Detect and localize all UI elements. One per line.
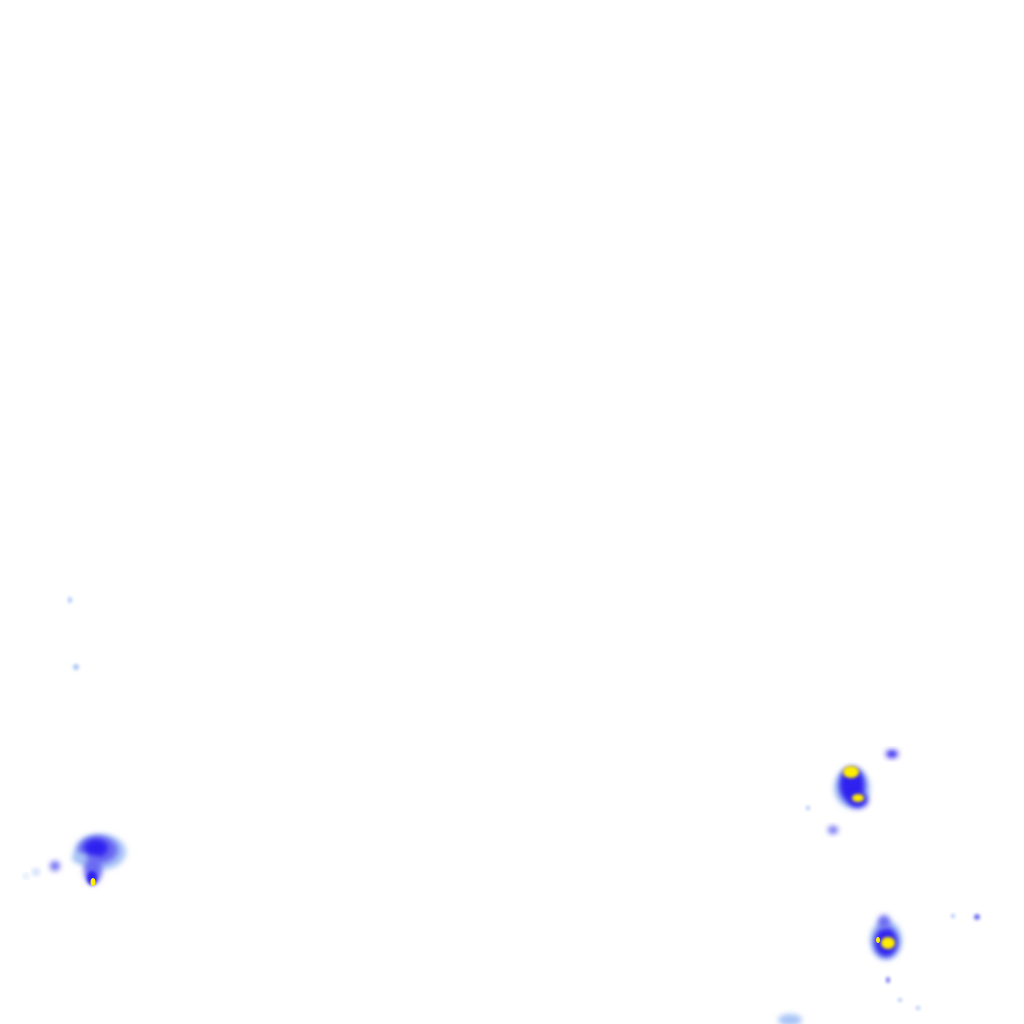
precipitation-cell-moderate bbox=[50, 861, 60, 871]
precipitation-cell-light bbox=[73, 664, 79, 670]
precipitation-cell-heavy bbox=[84, 839, 108, 857]
precipitation-cell-light bbox=[778, 1014, 802, 1024]
precipitation-cell-intense bbox=[876, 937, 880, 943]
precipitation-cell-intense bbox=[852, 794, 864, 802]
precipitation-cell-light bbox=[806, 806, 810, 810]
precipitation-cell-moderate bbox=[878, 915, 890, 929]
precipitation-cell-light bbox=[33, 869, 39, 875]
precipitation-cell-light bbox=[68, 597, 72, 603]
precipitation-cell-moderate bbox=[828, 826, 838, 834]
precipitation-cell-light bbox=[951, 914, 955, 918]
precipitation-cell-intense bbox=[881, 937, 895, 949]
precipitation-cell-moderate bbox=[886, 977, 890, 983]
precipitation-cell-light bbox=[898, 998, 902, 1002]
precipitation-cell-heavy bbox=[886, 750, 898, 758]
precipitation-cell-moderate bbox=[974, 914, 980, 920]
precipitation-cell-light bbox=[916, 1006, 920, 1010]
precipitation-cell-light bbox=[72, 853, 88, 863]
precipitation-cell-light bbox=[24, 874, 28, 878]
precipitation-cell-intense bbox=[843, 766, 859, 778]
precipitation-cell-intense bbox=[90, 878, 96, 886]
